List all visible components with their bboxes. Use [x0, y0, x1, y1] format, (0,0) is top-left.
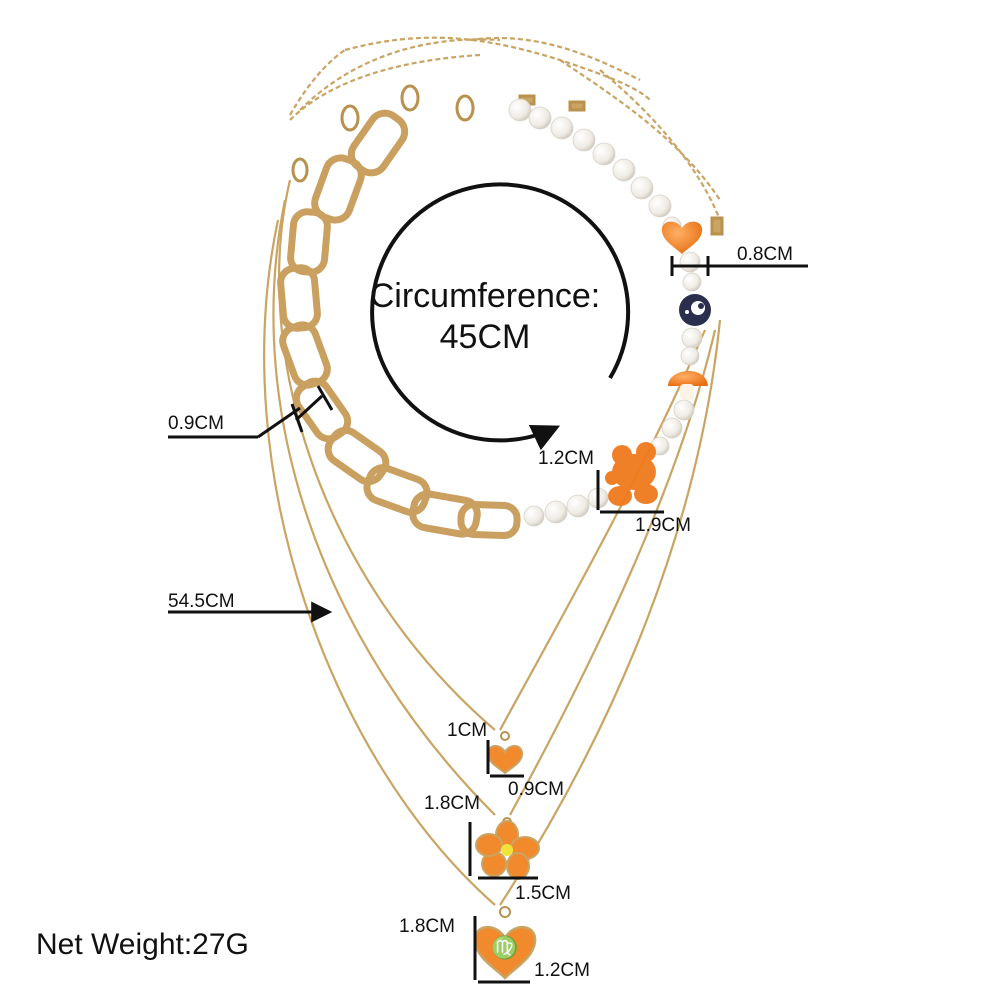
dimension-lines: [168, 256, 808, 984]
virgo-zodiac-icon: ♍: [473, 906, 537, 980]
net-weight-label: Net Weight:27G: [36, 928, 249, 961]
bear-width-label: 1.9CM: [635, 515, 691, 536]
mushroom-icon: [668, 370, 708, 400]
small-heart-width-label: 0.9CM: [508, 779, 564, 800]
pendant-chains: [263, 179, 722, 906]
svg-text:♍: ♍: [491, 935, 518, 961]
flower-width-label: 1.5CM: [515, 883, 571, 904]
small-heart-height-label: 1CM: [447, 720, 488, 741]
extension-chains: [289, 36, 722, 221]
heart-bead: [661, 221, 703, 254]
flower-icon: [475, 817, 540, 880]
big-heart-height-label: 1.8CM: [399, 916, 455, 937]
paperclip-chain: [277, 109, 521, 540]
bear-icon: [605, 442, 658, 506]
flower-height-label: 1.8CM: [424, 793, 480, 814]
yin-yang-icon: [679, 294, 711, 326]
circumference-arrow: [370, 182, 631, 451]
chain-link-width-label: 0.9CM: [168, 413, 224, 434]
small-heart-pendant: [486, 731, 524, 775]
circumference-label: Circumference: 45CM: [345, 276, 625, 358]
circumference-value: 45CM: [439, 318, 531, 356]
pearl-strand: [508, 98, 703, 527]
bead-width-label: 0.8CM: [737, 244, 793, 265]
big-heart-width-label: 1.2CM: [534, 960, 590, 981]
chain-length-label: 54.5CM: [168, 591, 235, 612]
bear-height-label: 1.2CM: [538, 448, 594, 469]
